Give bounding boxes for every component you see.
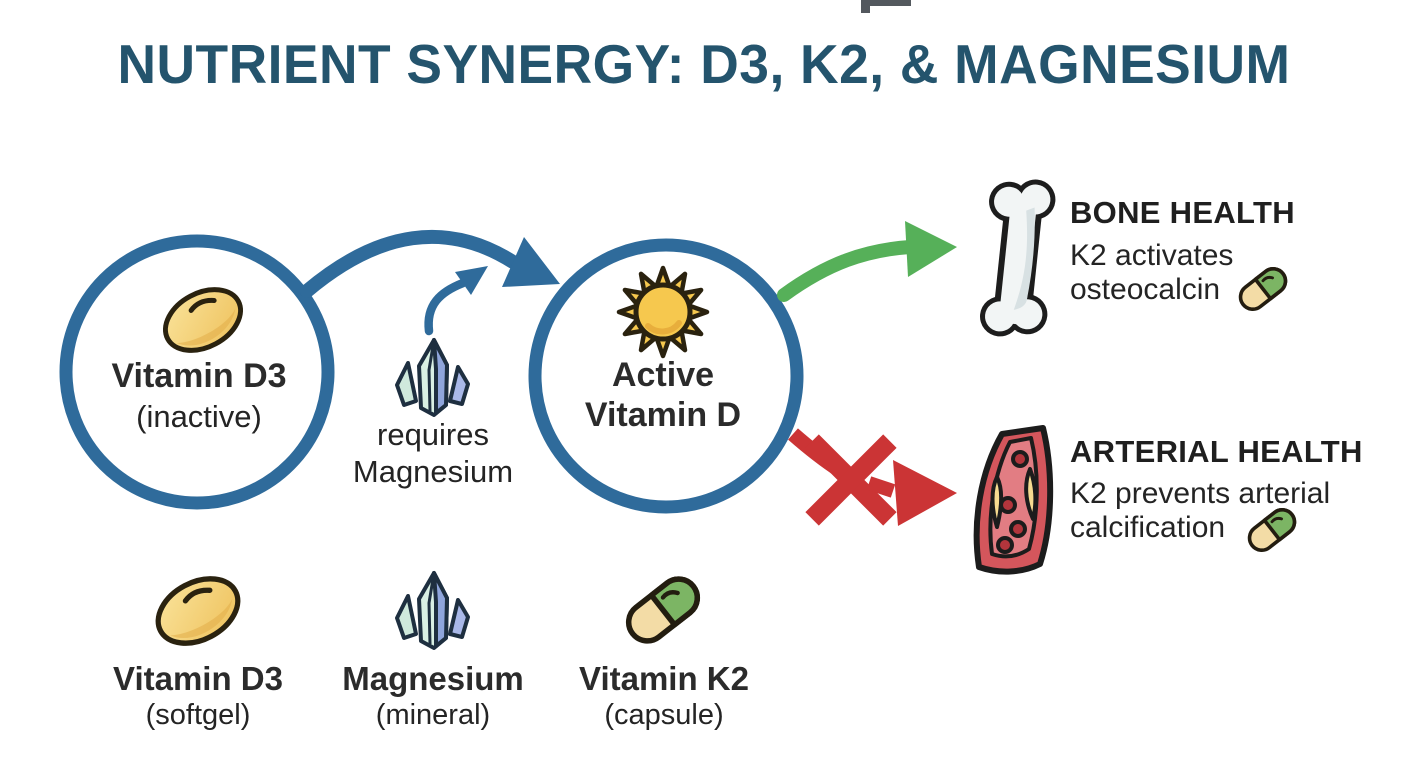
top-edge-artifact	[861, 0, 911, 13]
red-blocked-arrow	[788, 428, 957, 526]
inactive-node-circle	[59, 234, 335, 510]
legend-item-magnesium-name: Magnesium	[342, 660, 524, 697]
active-node-circle	[528, 238, 804, 514]
page-title: NUTRIENT SYNERGY: D3, K2, & MAGNESIUM	[117, 33, 1291, 95]
green-curved-arrow	[777, 221, 957, 302]
artery-icon	[973, 425, 1054, 575]
active-node-label: Active	[611, 356, 715, 394]
cofactor-label-line2: Magnesium	[352, 454, 514, 489]
bone-icon	[980, 179, 1056, 337]
arterial-health-line1: K2 prevents arterial	[1070, 477, 1331, 510]
inactive-node-sublabel: (inactive)	[136, 399, 262, 434]
magnesium-crystal-icon	[395, 571, 470, 650]
k2-capsule-icon	[1233, 262, 1293, 316]
legend-item-k2-form: (capsule)	[604, 699, 724, 731]
k2-capsule-icon	[1242, 503, 1302, 557]
legend-item-k2-name: Vitamin K2	[579, 660, 749, 697]
conversion-arrow	[300, 230, 560, 298]
magnesium-crystal-icon	[395, 338, 470, 417]
bone-health-heading: BONE HEALTH	[1070, 195, 1295, 230]
legend-item-d3-name: Vitamin D3	[113, 660, 283, 697]
magnesium-arrow	[424, 266, 488, 336]
capsule-icon	[621, 572, 705, 649]
bone-health-line2: osteocalcin	[1070, 273, 1221, 306]
arterial-health-line2: calcification	[1070, 511, 1226, 544]
active-node-sublabel: Vitamin D	[584, 396, 742, 434]
legend-item-d3-form: (softgel)	[145, 699, 251, 731]
cofactor-label-line1: requires	[377, 417, 489, 452]
inactive-node-label: Vitamin D3	[111, 357, 287, 395]
softgel-icon	[147, 566, 249, 656]
bone-health-line1: K2 activates	[1070, 239, 1234, 272]
legend-item-magnesium-form: (mineral)	[375, 699, 491, 731]
arterial-health-heading: ARTERIAL HEALTH	[1070, 434, 1363, 469]
